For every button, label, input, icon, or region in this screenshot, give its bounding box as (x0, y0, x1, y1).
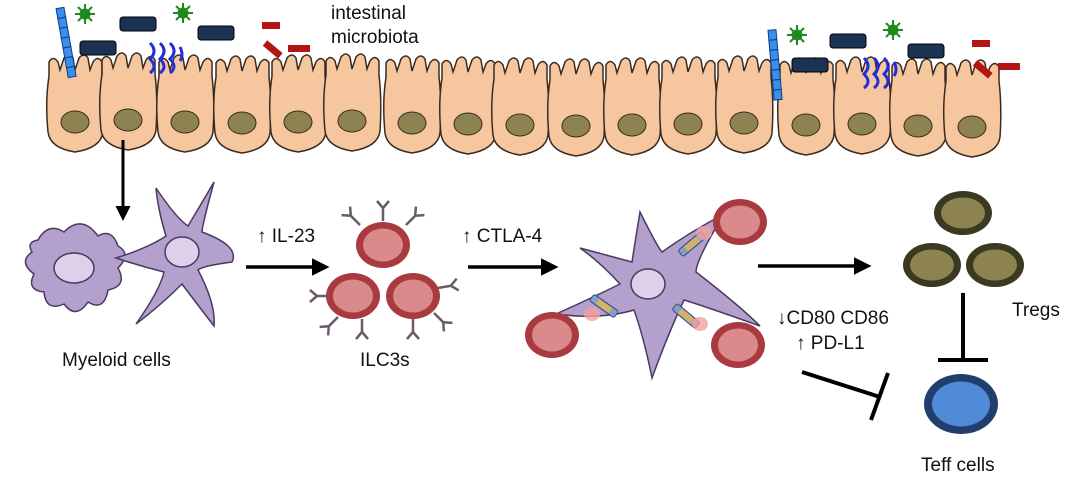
teff-cells-label: Teff cells (921, 455, 995, 476)
receptor-icon (405, 317, 421, 341)
treg-cell (934, 191, 992, 235)
epithelial-cell (438, 56, 498, 155)
treg-inhibition-bar (938, 293, 988, 362)
dc-inhibition-bar (801, 370, 890, 421)
epithelial-cell (212, 55, 272, 154)
receptor-icon (435, 277, 460, 296)
virus-icon (74, 3, 96, 25)
binding-glow (696, 226, 712, 240)
epithelial-cell (98, 52, 158, 151)
cd80-cd86-label: ↓CD80 CD86 (777, 308, 889, 329)
microbiota-label-line1: intestinal (331, 3, 406, 24)
short-rod-bacterium-icon (998, 63, 1020, 70)
tregs-label: Tregs (1012, 300, 1060, 321)
epithelial-cell (322, 53, 382, 152)
pdl1-label: ↑ PD-L1 (796, 333, 865, 354)
short-rod-bacterium-icon (972, 60, 993, 79)
ilc3-cell (386, 273, 440, 319)
epithelial-cell (490, 57, 550, 156)
dc-ilc3-complex (525, 199, 767, 381)
epithelial-cell (546, 58, 606, 157)
ctla4-label: ↑ CTLA-4 (462, 226, 543, 247)
receptor-icon (400, 205, 426, 231)
rod-bacterium-icon (79, 40, 117, 56)
ilc3s-label: ILC3s (360, 350, 410, 371)
epithelial-cell (382, 55, 442, 154)
epithelial-cell (832, 56, 892, 155)
ilc3-cell (711, 322, 765, 368)
epithelial-cell (776, 57, 836, 156)
receptor-icon (428, 307, 454, 333)
myeloid-cells-label: Myeloid cells (62, 350, 171, 371)
ilc3-cell (326, 273, 380, 319)
receptor-icon (354, 317, 370, 341)
ilc3-cell (356, 222, 410, 268)
treg-cell (903, 243, 961, 287)
dendritic-cell-nucleus (164, 236, 200, 268)
virus-icon (882, 19, 904, 41)
short-rod-bacterium-icon (262, 22, 280, 29)
binding-glow (584, 307, 600, 321)
epithelial-cell (714, 55, 774, 154)
ilc3-cluster (308, 199, 460, 341)
rod-bacterium-icon (197, 25, 235, 41)
short-rod-bacterium-icon (972, 40, 990, 47)
macrophage-nucleus (53, 252, 95, 284)
epithelial-cell (155, 54, 215, 153)
receptor-icon (318, 311, 344, 337)
virus-icon (172, 2, 194, 24)
treg-cell (966, 243, 1024, 287)
intestinal-epithelium (45, 52, 1002, 158)
short-rod-bacterium-icon (262, 40, 283, 59)
receptor-icon (375, 199, 391, 223)
treg-cluster (903, 191, 1024, 287)
rod-bacterium-icon (829, 33, 867, 49)
binding-glow (692, 317, 708, 331)
rod-bacterium-icon (907, 43, 945, 59)
microbiota-label-line2: microbiota (331, 27, 419, 48)
epithelial-cell (602, 57, 662, 156)
rod-bacterium-icon (119, 16, 157, 32)
ilc3-cell (713, 199, 767, 245)
il23-label: ↑ IL-23 (257, 226, 316, 247)
epithelial-cell (888, 58, 948, 157)
microbiota-left (55, 2, 310, 79)
rod-bacterium-icon (791, 57, 829, 73)
epithelial-cell (658, 56, 718, 155)
ilc3-cell (525, 312, 579, 358)
epithelial-cell (268, 54, 328, 153)
dendritic-cell-nucleus (630, 268, 666, 300)
myeloid-cells (24, 181, 235, 328)
receptor-icon (340, 205, 366, 231)
teff-cell (924, 374, 998, 434)
microbiota-right (767, 19, 1020, 101)
short-rod-bacterium-icon (288, 45, 310, 52)
epithelial-cell (942, 59, 1002, 158)
virus-icon (786, 24, 808, 46)
